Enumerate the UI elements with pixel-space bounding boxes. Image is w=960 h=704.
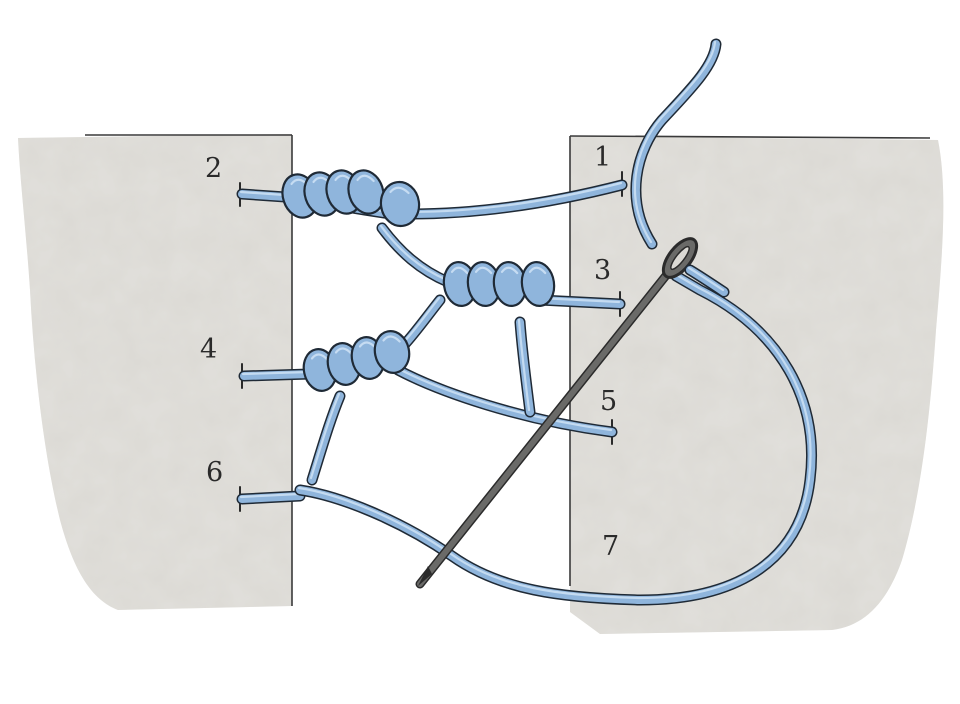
hole-label-3: 3	[594, 255, 611, 286]
strand-1-to-coil	[404, 179, 628, 220]
thread-wrap-highlight	[334, 347, 353, 355]
strand-6-loop	[294, 270, 817, 606]
hole-label-5: 5	[600, 386, 617, 417]
hole-markers	[239, 171, 623, 512]
thread-wrap-highlight	[382, 335, 401, 343]
thread-wrap-highlight	[358, 341, 377, 349]
strand-coil2-to-coil3	[398, 294, 446, 351]
thread-wrap-highlight	[356, 174, 375, 183]
strand-coil1-to-coil2	[376, 222, 454, 288]
fabric-right-panel	[569, 135, 944, 634]
thread-wrap-coil	[347, 169, 385, 215]
thread-wrap-highlight	[450, 266, 469, 275]
hole-labels: 1 2 3 4 5 6 7	[200, 142, 619, 562]
hole-label-6: 6	[206, 457, 223, 488]
strand-6-in	[236, 490, 306, 505]
fabric-right-edge	[569, 135, 931, 139]
hole-label-1: 1	[594, 142, 611, 173]
hole-label-4: 4	[200, 334, 217, 365]
thread-wrap-highlight	[500, 266, 519, 275]
strand-through-eye	[684, 264, 730, 298]
thread-wrap-highlight	[310, 353, 329, 361]
strand-5-in	[392, 364, 618, 438]
strand-3-in	[534, 294, 626, 310]
thread-strands-front	[684, 264, 730, 298]
strand-tail-up	[630, 38, 722, 250]
strand-coil2-down	[514, 316, 536, 418]
sewing-needle-icon	[415, 237, 699, 589]
thread-wraps	[281, 169, 556, 392]
thread-wrap-highlight	[528, 266, 547, 275]
strand-coil3-down	[306, 390, 346, 486]
thread-wrap-highlight	[474, 266, 493, 275]
hole-label-2: 2	[205, 153, 222, 184]
strand-4-in	[238, 368, 316, 382]
hole-label-7: 7	[602, 531, 619, 562]
thread-wrap-highlight	[389, 186, 410, 195]
